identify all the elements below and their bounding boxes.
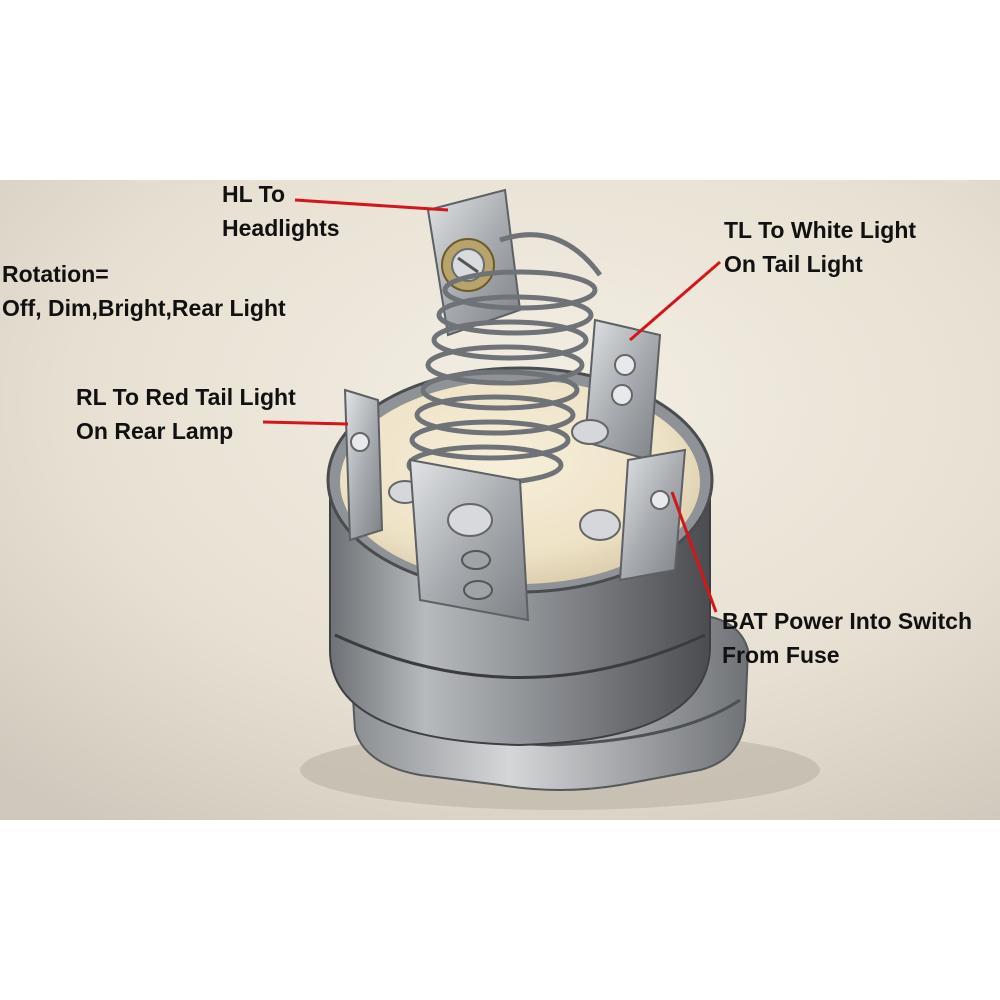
- bat-annotation-line1: BAT Power Into Switch: [722, 608, 973, 634]
- hl-annotation-line1: HL To: [222, 181, 286, 207]
- tl-annotation: TL To White Light On Tail Light: [724, 213, 916, 281]
- hl-annotation-line2: Headlights: [222, 215, 340, 241]
- rotation-annotation: Rotation= Off, Dim,Bright,Rear Light: [2, 257, 286, 325]
- rl-annotation-line2: On Rear Lamp: [76, 418, 234, 444]
- front-terminal: [408, 458, 530, 622]
- headlight-switch-illustration: [0, 180, 1000, 820]
- tl-annotation-line2: On Tail Light: [724, 251, 863, 277]
- bat-annotation-line2: From Fuse: [722, 642, 840, 668]
- hl-annotation: HL To Headlights: [222, 177, 340, 245]
- rotation-annotation-line1: Rotation=: [2, 261, 109, 287]
- rl-annotation: RL To Red Tail Light On Rear Lamp: [76, 380, 296, 448]
- bat-terminal: [579, 448, 687, 582]
- tl-annotation-line1: TL To White Light: [724, 217, 917, 243]
- bat-annotation: BAT Power Into Switch From Fuse: [722, 604, 972, 672]
- rotation-annotation-line2: Off, Dim,Bright,Rear Light: [2, 295, 286, 321]
- tl-terminal: [571, 318, 662, 462]
- rl-annotation-line1: RL To Red Tail Light: [76, 384, 296, 410]
- switch-photo: [0, 180, 1000, 820]
